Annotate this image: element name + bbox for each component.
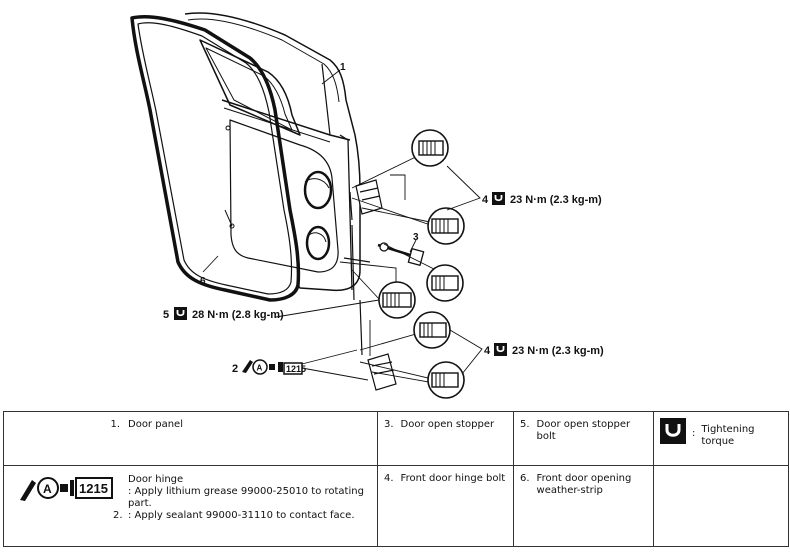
legend-item-number: 1.: [110, 419, 120, 430]
callout-2-num: 2: [232, 363, 238, 375]
torque-colon: :: [692, 428, 696, 439]
callout-4-lower-num: 4: [484, 345, 491, 357]
legend-item-number: 2.: [113, 510, 123, 521]
legend-item-number: 3.: [384, 419, 394, 430]
legend-torque-key: : Tightening torque: [653, 411, 789, 466]
door-panel-drawing: [130, 12, 361, 302]
legend-item-4: 4. Front door hinge bolt: [377, 465, 514, 547]
svg-text:A: A: [257, 364, 263, 373]
torque-label-line2: torque: [701, 436, 735, 447]
callout-4-upper-torque: 23 N·m (2.3 kg-m): [510, 194, 602, 206]
bolt-detail-top: [411, 129, 449, 167]
tightening-torque-icon: [492, 192, 505, 205]
bolt-detail-lower-2: [427, 361, 465, 399]
legend-item-6: 6. Front door opening weather-strip: [513, 465, 654, 547]
door-open-stopper-drawing: [377, 242, 425, 267]
door-exploded-diagram: 1 3 6 4 23 N·m (2.3 kg-m) 4 23 N·m (2.3 …: [130, 12, 604, 399]
bolt-detail-stopper: [426, 264, 464, 302]
bolt-detail-lower-1: [413, 311, 451, 349]
legend-item-note-sealant: : Apply sealant 99000-31110 to contact f…: [128, 510, 355, 521]
callout-1: 1: [340, 62, 346, 73]
bolt-detail-mid: [378, 281, 416, 319]
torque-label-line1: Tightening: [701, 424, 755, 435]
legend-item-3: 3. Door open stopper: [377, 411, 514, 466]
callout-6: 6: [200, 276, 206, 287]
legend-item-1: 1. Door panel: [3, 411, 378, 466]
legend-item-label: Front door opening: [536, 473, 632, 484]
tightening-torque-icon: [494, 343, 507, 356]
grease-sealant-icon: A: [242, 359, 283, 375]
legend-item-number: 4.: [384, 473, 394, 484]
legend-item-number: 6.: [520, 473, 530, 484]
bolt-detail-upper-2: [427, 207, 465, 245]
callout-3: 3: [413, 232, 419, 243]
callout-4-lower-torque: 23 N·m (2.3 kg-m): [512, 345, 604, 357]
legend-item-label: Front door hinge bolt: [400, 473, 506, 484]
callout-5-num: 5: [163, 309, 169, 321]
door-hinge-drawing: [343, 179, 397, 391]
legend-empty-cell: [653, 465, 789, 547]
svg-text:A: A: [43, 482, 52, 496]
callout-5-torque: 28 N·m (2.8 kg-m): [192, 309, 284, 321]
legend-item-number: 5.: [520, 419, 530, 430]
svg-text:1215: 1215: [286, 364, 306, 374]
legend-item-5: 5. Door open stopper bolt: [513, 411, 654, 466]
legend-item-label: Door open stopper bolt: [536, 419, 631, 442]
callout-4-upper-num: 4: [482, 194, 489, 206]
tightening-torque-icon: [174, 307, 187, 320]
grease-sealant-icon: A 1215: [20, 477, 113, 501]
legend-item-2: A 1215 2. Door hinge : Apply lithium gre…: [3, 465, 378, 547]
svg-text:1215: 1215: [79, 481, 108, 496]
sealant-tube-icon: 1215: [283, 362, 306, 375]
legend-item-label: Door panel: [128, 419, 183, 430]
legend-item-label-cont: weather-strip: [536, 485, 603, 496]
legend-item-label: Door hinge: [128, 474, 184, 485]
bolt-leader-lines: [339, 149, 446, 385]
legend-item-label: Door open stopper: [400, 419, 495, 430]
legend-item-note-grease: : Apply lithium grease 99000-25010 to ro…: [128, 486, 364, 509]
tightening-torque-icon: [660, 418, 686, 444]
legend-table: 1. Door panel 3. Door open stopper 5. Do…: [3, 411, 789, 547]
